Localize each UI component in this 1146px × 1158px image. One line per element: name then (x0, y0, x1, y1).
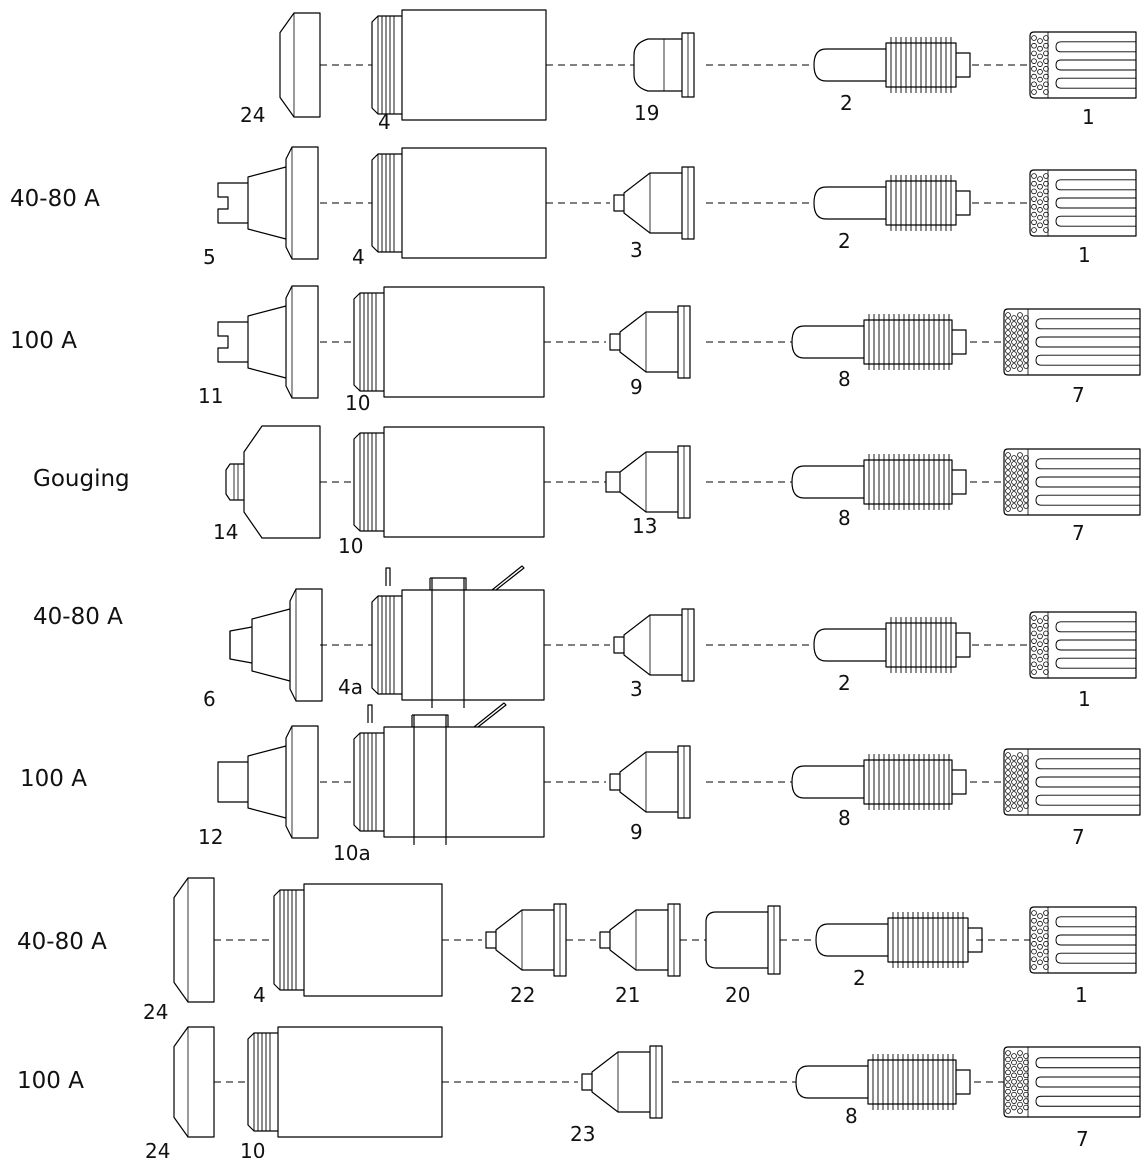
electrode (791, 454, 967, 510)
swirl-ring (1003, 308, 1141, 376)
gouging-shield (225, 425, 321, 539)
part-number-label: 6 (203, 687, 216, 711)
part-number-label: 2 (838, 671, 851, 695)
retaining-cup (353, 702, 545, 845)
nozzle (609, 745, 691, 819)
electrode (795, 1054, 971, 1110)
part-number-label: 13 (632, 514, 657, 538)
part-number-label: 24 (240, 103, 265, 127)
part-number-label: 7 (1072, 383, 1085, 407)
part-number-label: 8 (838, 806, 851, 830)
row-label-3: Gouging (33, 466, 130, 492)
part-number-label: 1 (1078, 687, 1091, 711)
shield-cap (173, 1026, 215, 1138)
part-number-label: 24 (145, 1139, 170, 1158)
part-number-label: 3 (630, 238, 643, 262)
part-number-label: 19 (634, 101, 659, 125)
part-number-label: 7 (1076, 1127, 1089, 1151)
part-number-label: 20 (725, 983, 750, 1007)
swirl-ring (1029, 169, 1137, 237)
part-number-label: 10 (338, 534, 363, 558)
swirl-ring (1029, 611, 1137, 679)
electrode (791, 314, 967, 370)
part-number-label: 12 (198, 825, 223, 849)
part-number-label: 1 (1082, 105, 1095, 129)
part-number-label: 4 (378, 110, 391, 134)
nozzle (485, 903, 567, 977)
retaining-cup (273, 883, 443, 997)
row-label-7: 100 A (17, 1068, 84, 1094)
part-number-label: 7 (1072, 825, 1085, 849)
row-label-2: 100 A (10, 328, 77, 354)
electrode (815, 912, 983, 968)
nozzle (613, 608, 695, 682)
part-number-label: 4a (338, 675, 363, 699)
shield-cap (279, 12, 321, 118)
part-number-label: 7 (1072, 521, 1085, 545)
nozzle (633, 32, 695, 98)
part-number-label: 4 (253, 983, 266, 1007)
retaining-cup (371, 565, 545, 708)
nozzle (605, 445, 691, 519)
swirl-ring (1003, 448, 1141, 516)
swirl-ring (1029, 906, 1137, 974)
part-number-label: 1 (1078, 243, 1091, 267)
part-number-label: 10 (240, 1139, 265, 1158)
nozzle (613, 166, 695, 240)
part-number-label: 10a (333, 841, 371, 865)
shield-cap (173, 877, 215, 1003)
shield-deflector (217, 146, 319, 260)
nozzle (581, 1045, 663, 1119)
shield-deflector (217, 285, 319, 399)
part-number-label: 2 (853, 966, 866, 990)
retaining-cup (371, 147, 547, 259)
electrode (813, 617, 971, 673)
part-number-label: 1 (1075, 983, 1088, 1007)
part-number-label: 22 (510, 983, 535, 1007)
swirl-ring (1003, 1046, 1141, 1118)
electrode (791, 754, 967, 810)
retaining-cup (247, 1026, 443, 1138)
shield-deflector (217, 725, 319, 839)
part-number-label: 10 (345, 391, 370, 415)
part-number-label: 2 (838, 229, 851, 253)
part-number-label: 9 (630, 820, 643, 844)
electrode (813, 175, 971, 231)
part-number-label: 4 (352, 245, 365, 269)
retaining-cup (371, 9, 547, 121)
part-number-label: 11 (198, 384, 223, 408)
nozzle (609, 305, 691, 379)
electrode (813, 37, 971, 93)
part-number-label: 3 (630, 677, 643, 701)
part-number-label: 21 (615, 983, 640, 1007)
shield-deflector (229, 588, 323, 702)
part-number-label: 8 (845, 1104, 858, 1128)
part-number-label: 8 (838, 367, 851, 391)
row-label-5: 100 A (20, 766, 87, 792)
row-label-4: 40-80 A (33, 604, 123, 630)
swirl-ring (1029, 31, 1137, 99)
part-number-label: 5 (203, 245, 216, 269)
retaining-cup (353, 426, 545, 538)
nozzle (599, 903, 681, 977)
tip-cap (705, 905, 781, 975)
part-number-label: 14 (213, 520, 238, 544)
part-number-label: 2 (840, 91, 853, 115)
part-number-label: 8 (838, 506, 851, 530)
part-number-label: 9 (630, 375, 643, 399)
part-number-label: 24 (143, 1000, 168, 1024)
part-number-label: 23 (570, 1122, 595, 1146)
swirl-ring (1003, 748, 1141, 816)
row-label-6: 40-80 A (17, 929, 107, 955)
retaining-cup (353, 286, 545, 398)
row-label-1: 40-80 A (10, 186, 100, 212)
